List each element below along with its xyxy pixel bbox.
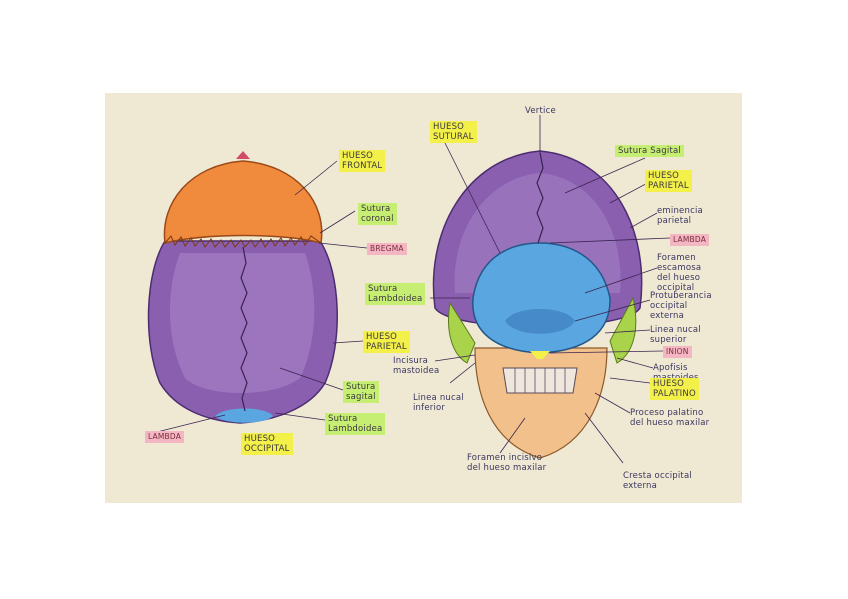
label-hueso-parietal-right: HUESO PARIETAL bbox=[645, 170, 692, 192]
label-lambda-left: LAMBDA bbox=[145, 431, 185, 443]
label-bregma: BREGMA bbox=[367, 243, 407, 255]
label-hueso-palatino: HUESO PALATINO bbox=[650, 378, 699, 400]
bregma-spot bbox=[236, 151, 250, 159]
label-hueso-parietal-left: HUESO PARIETAL bbox=[363, 331, 410, 353]
frontal-bone-left bbox=[163, 160, 323, 244]
label-eminencia-parietal: eminencia parietal bbox=[657, 206, 703, 226]
parietal-shading bbox=[169, 253, 315, 393]
leader-lines bbox=[144, 115, 671, 464]
label-cresta-occipital: Cresta occipital externa bbox=[623, 471, 692, 491]
label-foramen-incisivo: Foramen incisivo del hueso maxilar bbox=[467, 453, 547, 473]
skull-illustration bbox=[144, 115, 671, 464]
teeth-lines bbox=[514, 368, 566, 393]
label-inion: INION bbox=[663, 346, 692, 358]
teeth-row bbox=[502, 367, 578, 394]
label-lambda-right: LAMBDA bbox=[670, 234, 710, 246]
paper-sheet: HUESO FRONTAL Sutura coronal BREGMA Sutu… bbox=[105, 93, 742, 503]
label-incisura-mastoidea: Incisura mastoidea bbox=[393, 356, 440, 376]
label-hueso-sutural: HUESO SUTURAL bbox=[430, 121, 477, 143]
label-hueso-occipital: HUESO OCCIPITAL bbox=[241, 433, 293, 455]
occipital-spot bbox=[215, 408, 273, 423]
sagittal-suture-left bbox=[240, 246, 248, 412]
label-sutura-lambdoidea-left: Sutura Lambdoidea bbox=[365, 283, 426, 305]
mandible-maxilla bbox=[474, 347, 608, 459]
label-sutura-sagital-left: Sutura sagital bbox=[343, 381, 379, 403]
label-protuberancia: Protuberancia occipital externa bbox=[650, 291, 712, 321]
occipital-bone-right bbox=[472, 242, 611, 354]
posterior-view-skull bbox=[432, 150, 643, 459]
coronal-suture bbox=[164, 235, 322, 248]
label-sutura-lambdoidea-bottom: Sutura Lambdoidea bbox=[325, 413, 386, 435]
temporal-left bbox=[448, 301, 476, 364]
sagittal-suture-right bbox=[536, 152, 544, 244]
palatine-spot bbox=[530, 351, 550, 359]
label-linea-nucal-superior: Linea nucal superior bbox=[650, 325, 701, 345]
label-sutura-sagital-right: Sutura Sagital bbox=[615, 145, 684, 157]
label-vertice: Vertice bbox=[525, 106, 556, 116]
label-sutura-coronal: Sutura coronal bbox=[358, 203, 397, 225]
label-linea-nucal-inferior: Linea nucal inferior bbox=[413, 393, 464, 413]
label-proceso-palatino: Proceso palatino del hueso maxilar bbox=[630, 408, 710, 428]
temporal-right bbox=[609, 296, 637, 364]
label-hueso-frontal: HUESO FRONTAL bbox=[339, 150, 386, 172]
foramen-magnum bbox=[505, 309, 575, 334]
superior-view-skull bbox=[147, 151, 338, 424]
label-foramen-escamoso: Foramen escamosa del hueso occipital bbox=[657, 253, 702, 293]
